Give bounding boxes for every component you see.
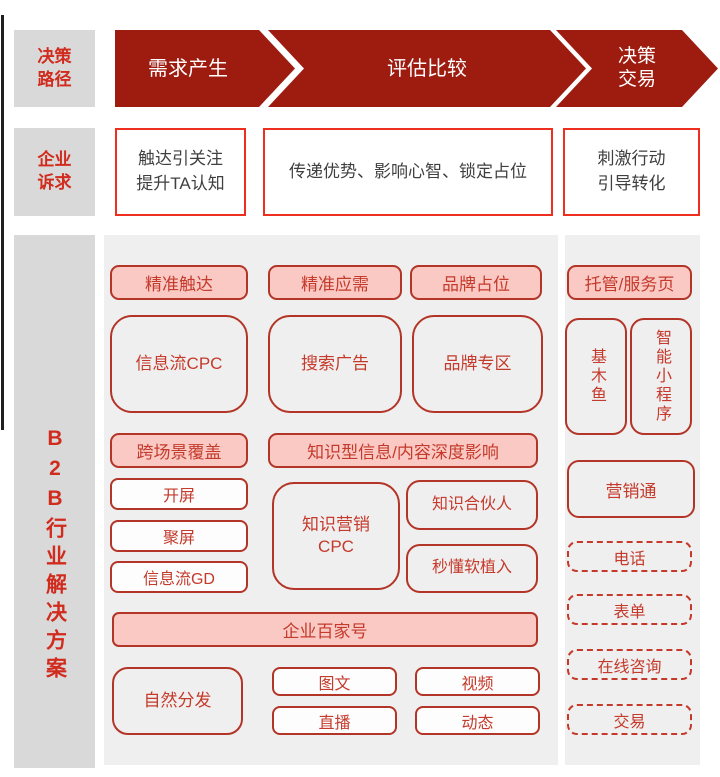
- stage-arrow-evaluation-comparison: 评估比较: [268, 30, 586, 107]
- pill-precise-on-demand: 精准应需: [268, 265, 402, 300]
- content-video: 视频: [415, 667, 540, 696]
- solution-title-column: B2B行业解决方案: [14, 235, 95, 768]
- banner-enterprise-baijiahao: 企业百家号: [112, 612, 538, 647]
- pill-brand-positioning: 品牌占位: [410, 265, 542, 300]
- product-knowledge-marketing-cpc: 知识营销 CPC: [272, 482, 400, 590]
- product-miaodong-soft-placement: 秒懂软植入: [406, 544, 538, 593]
- content-dynamic: 动态: [415, 706, 540, 735]
- conversion-phone: 电话: [567, 541, 692, 572]
- enterprise-demand-label: 企业 诉求: [14, 128, 95, 216]
- pill-hosting-service-page: 托管/服务页: [567, 265, 692, 300]
- product-jimuyu: 基木鱼: [565, 318, 627, 435]
- demand-box-advantage: 传递优势、影响心智、锁定占位: [263, 128, 553, 216]
- stage-arrow-demand-generation: 需求产生: [115, 30, 295, 107]
- demand-box-conversion: 刺激行动 引导转化: [563, 128, 700, 216]
- product-brand-zone: 品牌专区: [412, 315, 543, 413]
- product-search-ads: 搜索广告: [268, 315, 402, 413]
- product-marketing-tong: 营销通: [567, 460, 695, 518]
- product-knowledge-partner: 知识合伙人: [406, 480, 538, 530]
- conversion-transaction: 交易: [567, 704, 692, 735]
- solution-title: B2B行业解决方案: [43, 427, 67, 685]
- content-live: 直播: [272, 706, 397, 735]
- conversion-form: 表单: [567, 594, 692, 625]
- pill-knowledge-content-influence: 知识型信息/内容深度影响: [268, 433, 538, 468]
- product-feed-cpc: 信息流CPC: [110, 315, 248, 413]
- product-splash-screen: 开屏: [110, 478, 248, 510]
- product-smart-mini-program: 智能小程序: [630, 318, 692, 435]
- left-accent-line: [1, 15, 4, 430]
- pill-precise-reach: 精准触达: [110, 265, 248, 300]
- product-juping: 聚屏: [110, 520, 248, 552]
- product-feed-gd: 信息流GD: [110, 561, 248, 593]
- content-image-text: 图文: [272, 667, 397, 696]
- decision-path-label: 决策 路径: [14, 30, 95, 107]
- product-smart-mini-program-label: 智能小程序: [653, 329, 670, 424]
- pill-cross-scene-coverage: 跨场景覆盖: [110, 433, 248, 468]
- demand-box-awareness: 触达引关注 提升TA认知: [115, 128, 246, 216]
- product-jimuyu-label: 基木鱼: [588, 348, 605, 405]
- conversion-online-consult: 在线咨询: [567, 649, 692, 680]
- product-natural-distribution: 自然分发: [112, 667, 243, 735]
